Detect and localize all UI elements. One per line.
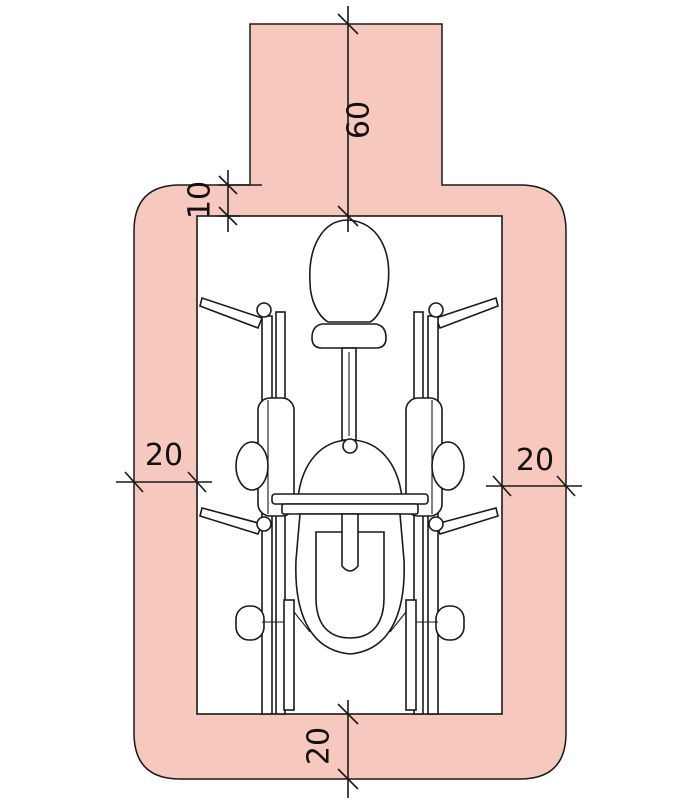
caster-right [435,605,465,641]
armrest-bar [271,493,429,505]
headrest [311,323,387,349]
dim-label-top-gap: 10 [183,181,218,219]
dim-label-bottom: 20 [302,727,337,765]
caster-left [235,605,265,641]
dim-label-top-extension: 60 [342,101,377,139]
dim-label-left-side: 20 [145,438,183,473]
footrest-right [405,599,417,711]
user-hand [341,513,359,572]
wheel-right-hub [431,441,465,491]
dimension-lines [116,6,582,798]
user-head [309,219,390,323]
user-legs [315,531,385,639]
footrest-left [283,599,295,711]
user-head-top [342,438,358,454]
dim-label-right-side: 20 [516,443,554,478]
wheel-left-hub [235,441,269,491]
wheelchair-drawing [199,219,499,715]
